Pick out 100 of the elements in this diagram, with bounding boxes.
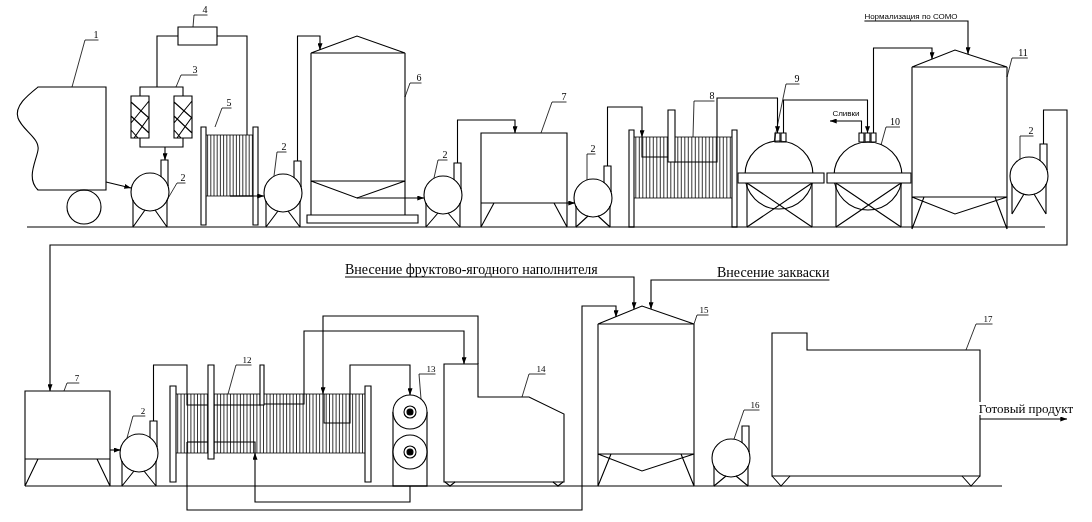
- flow-arrow: [716, 97, 780, 138]
- callout-number: 2: [1028, 126, 1034, 136]
- flow-arrow: [109, 447, 122, 453]
- callout-number: 3: [192, 65, 198, 75]
- homogenizer: [392, 394, 428, 487]
- balance-tank: [24, 390, 111, 487]
- process-note: Внесение закваски: [717, 266, 830, 280]
- flow-arrow: [252, 452, 411, 503]
- storage-tank: [911, 49, 1008, 230]
- leader-line: [586, 153, 596, 181]
- pump: [119, 420, 159, 487]
- flow-arrow: [344, 276, 637, 310]
- processing-unit: [443, 363, 565, 487]
- flow-arrow: [979, 416, 1068, 422]
- leader-line: [192, 14, 208, 28]
- edge-label: Сливки: [831, 110, 861, 118]
- leader-line: [773, 83, 800, 143]
- pump: [130, 159, 170, 228]
- pipe-line: [156, 35, 179, 88]
- callout-number: 2: [180, 173, 186, 183]
- callout-number: 4: [202, 5, 208, 15]
- callout-number: 7: [74, 374, 80, 383]
- balance-tank: [480, 132, 568, 228]
- flow-arrow: [47, 109, 1068, 392]
- leader-line: [540, 101, 567, 134]
- callout-number: 5: [226, 98, 232, 108]
- flow-arrow: [863, 20, 971, 55]
- leader-line: [63, 382, 80, 392]
- callout-number: 7: [561, 92, 567, 102]
- leader-line: [965, 323, 993, 351]
- flow-arrow: [162, 146, 168, 161]
- flow-arrow: [229, 193, 265, 199]
- callout-number: 17: [983, 315, 993, 324]
- leader-line: [175, 74, 198, 88]
- pump: [423, 162, 463, 228]
- callout-number: 15: [699, 306, 709, 315]
- pump: [711, 425, 751, 487]
- leader-line: [880, 126, 901, 146]
- callout-number: 6: [416, 73, 422, 83]
- edge-label: Готовый продукт: [977, 402, 1075, 415]
- storage-silo: [306, 35, 419, 224]
- leader-line: [692, 100, 715, 138]
- leader-line: [404, 82, 422, 98]
- callout-number: 2: [590, 144, 596, 154]
- pump: [263, 160, 303, 228]
- callout-number: 2: [442, 150, 448, 160]
- callout-number: 16: [750, 401, 760, 410]
- separator: [826, 132, 912, 228]
- callout-number: 14: [536, 365, 546, 374]
- flow-arrow: [356, 195, 425, 201]
- flow-arrow: [872, 47, 935, 134]
- leader-line: [166, 182, 186, 201]
- callout-number: 13: [426, 365, 436, 374]
- leader-line: [273, 151, 287, 177]
- leader-line: [1019, 135, 1034, 160]
- pipe-line: [152, 364, 188, 422]
- plate-heat-exchanger: [628, 109, 738, 228]
- flow-arrow: [320, 315, 479, 395]
- plate-heat-exchanger: [200, 126, 259, 226]
- process-note: Нормализация по СОМО: [864, 13, 958, 21]
- leader-line: [433, 159, 448, 179]
- process-note: Внесение фруктово-ягодного наполнителя: [345, 263, 598, 277]
- callout-number: 9: [794, 74, 800, 84]
- filter-unit: [130, 86, 193, 148]
- leader-line: [71, 39, 99, 88]
- callout-number: 11: [1018, 48, 1028, 58]
- flow-arrow: [186, 305, 619, 511]
- callout-number: 12: [242, 356, 252, 365]
- leader-line: [214, 107, 232, 128]
- flow-arrow: [566, 200, 576, 206]
- flow-arrow: [606, 106, 645, 167]
- leader-line: [126, 415, 146, 439]
- pipe-line: [216, 35, 248, 136]
- flow-arrow: [105, 181, 132, 189]
- flow-arrow: [782, 99, 870, 134]
- callout-number: 1: [93, 30, 99, 40]
- leader-line: [733, 409, 760, 440]
- callout-number: 10: [890, 117, 900, 127]
- leader-line: [418, 373, 436, 400]
- flow-arrow: [296, 35, 323, 162]
- callout-number: 2: [281, 142, 287, 152]
- flow-arrow: [349, 364, 413, 396]
- leader-line: [521, 373, 546, 398]
- inline-unit: [177, 26, 218, 46]
- separator: [737, 132, 825, 228]
- fermentation-tank: [597, 305, 695, 487]
- callout-number: 2: [140, 407, 146, 416]
- flow-arrow: [829, 118, 863, 134]
- pump: [1009, 143, 1049, 215]
- flow-arrow: [456, 119, 518, 164]
- leader-line: [693, 314, 709, 325]
- plate-heat-exchanger: [169, 364, 372, 483]
- flow-arrow: [648, 279, 830, 310]
- callout-number: 8: [709, 91, 715, 101]
- tanker-truck: [16, 86, 107, 225]
- flow-arrow: [303, 330, 467, 395]
- leader-line: [227, 364, 252, 395]
- leader-line: [1006, 57, 1029, 78]
- pump: [573, 165, 613, 228]
- packing-machine: [771, 332, 981, 487]
